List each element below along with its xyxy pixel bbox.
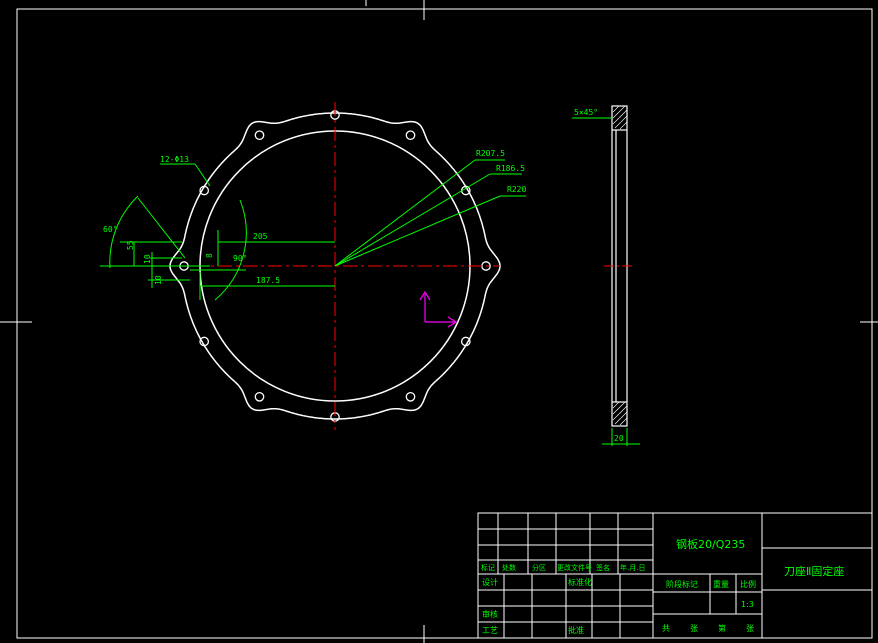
row-label-5: 年.月.日 xyxy=(620,563,645,572)
dim-205: 205 xyxy=(253,232,268,241)
stage-mark-header: 阶段标记 xyxy=(666,579,698,589)
reviewer-label: 审核 xyxy=(482,609,498,619)
dim-holes: 12-Φ13 xyxy=(160,155,189,164)
row-label-4: 签名 xyxy=(596,563,610,572)
designer-label: 设计 xyxy=(482,577,498,587)
scale-header: 比例 xyxy=(740,579,756,589)
standardize-label: 标准化 xyxy=(568,577,592,587)
dim-r207: R207.5 xyxy=(476,149,505,158)
dim-55: 55 xyxy=(126,240,135,250)
ucs-icon xyxy=(419,290,458,328)
bolt-hole xyxy=(199,185,210,196)
dimension-texts: R207.5 R186.5 R220 12-Φ13 205 187.5 90° … xyxy=(103,149,526,285)
bolt-hole xyxy=(254,130,265,141)
process-label: 工艺 xyxy=(482,626,498,635)
bolt-hole xyxy=(405,391,416,402)
title-block xyxy=(477,512,873,639)
bolt-hole xyxy=(460,336,471,347)
dim-10-a: 10 xyxy=(143,254,152,264)
row-label-2: 分区 xyxy=(532,563,546,572)
sheet-word-3: 张 xyxy=(746,624,754,633)
dim-r186: R186.5 xyxy=(496,164,525,173)
bolt-hole xyxy=(199,336,210,347)
dim-angle-60: 60° xyxy=(103,225,117,234)
dim-187: 187.5 xyxy=(256,276,280,285)
row-label-0: 标记 xyxy=(481,563,495,572)
dimension-lines xyxy=(100,159,526,301)
row-label-3: 更改文件号 xyxy=(557,563,592,572)
bolt-hole xyxy=(254,391,265,402)
dim-chamfer: 5×45° xyxy=(574,108,598,117)
dim-r220: R220 xyxy=(507,185,526,194)
sheet-word-0: 共 xyxy=(662,624,670,633)
material-label: 钢板20/Q235 xyxy=(676,537,745,551)
section-hatching xyxy=(612,105,628,426)
dim-8: 8 xyxy=(205,253,214,258)
weight-header: 重量 xyxy=(713,579,729,589)
sheet-word-1: 张 xyxy=(690,624,698,633)
section-view: 5×45° 20 xyxy=(572,105,640,446)
part-name-label: 刀座Ⅱ固定座 xyxy=(784,564,844,578)
bolt-hole xyxy=(405,130,416,141)
approve-label: 批准 xyxy=(568,625,584,635)
dim-angle-90: 90° xyxy=(233,254,247,263)
dim-10-b: 10 xyxy=(154,275,163,285)
row-label-1: 处数 xyxy=(502,563,516,572)
front-view: R207.5 R186.5 R220 12-Φ13 205 187.5 90° … xyxy=(100,102,526,430)
sheet-word-2: 第 xyxy=(718,623,726,633)
title-block-texts: 钢板20/Q235 刀座Ⅱ固定座 阶段标记 重量 比例 1:3 标记 处数 分区… xyxy=(481,537,844,635)
dim-thickness: 20 xyxy=(614,434,624,443)
scale-value: 1:3 xyxy=(741,600,754,609)
